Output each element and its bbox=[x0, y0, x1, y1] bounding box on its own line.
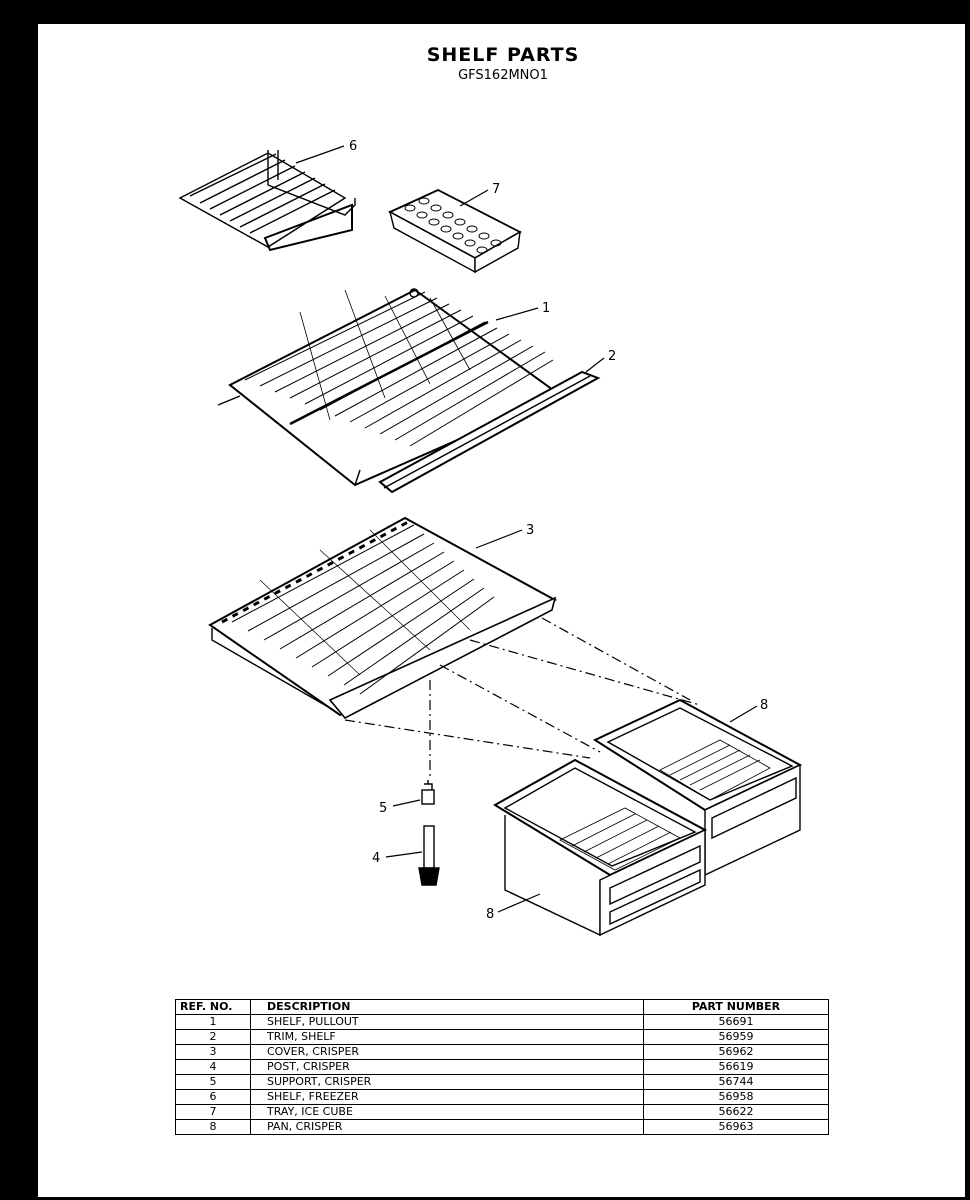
parts-sheet: SHELF PARTS GFS162MNO1 bbox=[38, 24, 965, 1197]
callout-5: 5 bbox=[379, 801, 387, 816]
crisper-cover-drawing bbox=[208, 516, 558, 720]
part-number-cell: 56622 bbox=[643, 1104, 829, 1120]
part-number-cell: 56744 bbox=[643, 1074, 829, 1090]
callout-3: 3 bbox=[526, 523, 534, 538]
part-number-cell: 56958 bbox=[643, 1089, 829, 1105]
ref-no-cell: 8 bbox=[175, 1119, 251, 1135]
description-cell: SHELF, FREEZER bbox=[250, 1089, 644, 1105]
callout-1: 1 bbox=[542, 301, 550, 316]
ref-no-cell: 1 bbox=[175, 1014, 251, 1030]
part-number-cell: 56962 bbox=[643, 1044, 829, 1060]
description-cell: TRIM, SHELF bbox=[250, 1029, 644, 1045]
crisper-pan-left-drawing bbox=[493, 758, 708, 937]
freezer-shelf-drawing bbox=[178, 150, 356, 252]
part-number-cell: 56963 bbox=[643, 1119, 829, 1135]
part-number-cell: 56691 bbox=[643, 1014, 829, 1030]
part-number-cell: 56619 bbox=[643, 1059, 829, 1075]
model-number: GFS162MNO1 bbox=[458, 68, 548, 83]
description-cell: COVER, CRISPER bbox=[250, 1044, 644, 1060]
ref-no-cell: 2 bbox=[175, 1029, 251, 1045]
leader-lines bbox=[295, 145, 758, 913]
callout-2: 2 bbox=[608, 349, 616, 364]
description-cell: TRAY, ICE CUBE bbox=[250, 1104, 644, 1120]
exploded-parts-diagram: 6 7 1 2 3 8 5 4 8 bbox=[178, 139, 803, 937]
parts-list-table: REF. NO. DESCRIPTION PART NUMBER 1 SHELF… bbox=[175, 999, 829, 1135]
ice-cube-tray-drawing bbox=[387, 188, 522, 274]
part-number-cell: 56959 bbox=[643, 1029, 829, 1045]
ref-no-cell: 6 bbox=[175, 1089, 251, 1105]
table-row: 3 COVER, CRISPER 56962 bbox=[175, 1044, 829, 1060]
table-row: 4 POST, CRISPER 56619 bbox=[175, 1059, 829, 1075]
crisper-pan-right-drawing bbox=[592, 698, 803, 877]
assembly-lines bbox=[344, 617, 701, 780]
shelf-trim-drawing bbox=[378, 370, 601, 494]
crisper-post-drawing bbox=[418, 825, 440, 886]
page-title: SHELF PARTS bbox=[426, 44, 580, 66]
description-cell: PAN, CRISPER bbox=[250, 1119, 644, 1135]
callout-8-left: 8 bbox=[486, 907, 494, 922]
ref-no-cell: 3 bbox=[175, 1044, 251, 1060]
description-cell: POST, CRISPER bbox=[250, 1059, 644, 1075]
description-cell: SUPPORT, CRISPER bbox=[250, 1074, 644, 1090]
description-header: DESCRIPTION bbox=[250, 999, 644, 1015]
table-row: 2 TRIM, SHELF 56959 bbox=[175, 1029, 829, 1045]
callout-4: 4 bbox=[372, 851, 380, 866]
table-header-row: REF. NO. DESCRIPTION PART NUMBER bbox=[175, 999, 829, 1015]
ref-no-cell: 4 bbox=[175, 1059, 251, 1075]
table-row: 8 PAN, CRISPER 56963 bbox=[175, 1119, 829, 1135]
ref-no-header: REF. NO. bbox=[175, 999, 251, 1015]
callout-7: 7 bbox=[492, 182, 500, 197]
ref-no-cell: 7 bbox=[175, 1104, 251, 1120]
ref-no-cell: 5 bbox=[175, 1074, 251, 1090]
callout-6: 6 bbox=[349, 139, 357, 154]
crisper-support-drawing bbox=[421, 780, 435, 805]
table-row: 7 TRAY, ICE CUBE 56622 bbox=[175, 1104, 829, 1120]
table-row: 1 SHELF, PULLOUT 56691 bbox=[175, 1014, 829, 1030]
pullout-shelf-drawing bbox=[217, 288, 563, 487]
callout-8-right: 8 bbox=[760, 698, 768, 713]
description-cell: SHELF, PULLOUT bbox=[250, 1014, 644, 1030]
table-row: 5 SUPPORT, CRISPER 56744 bbox=[175, 1074, 829, 1090]
table-row: 6 SHELF, FREEZER 56958 bbox=[175, 1089, 829, 1105]
part-number-header: PART NUMBER bbox=[643, 999, 829, 1015]
